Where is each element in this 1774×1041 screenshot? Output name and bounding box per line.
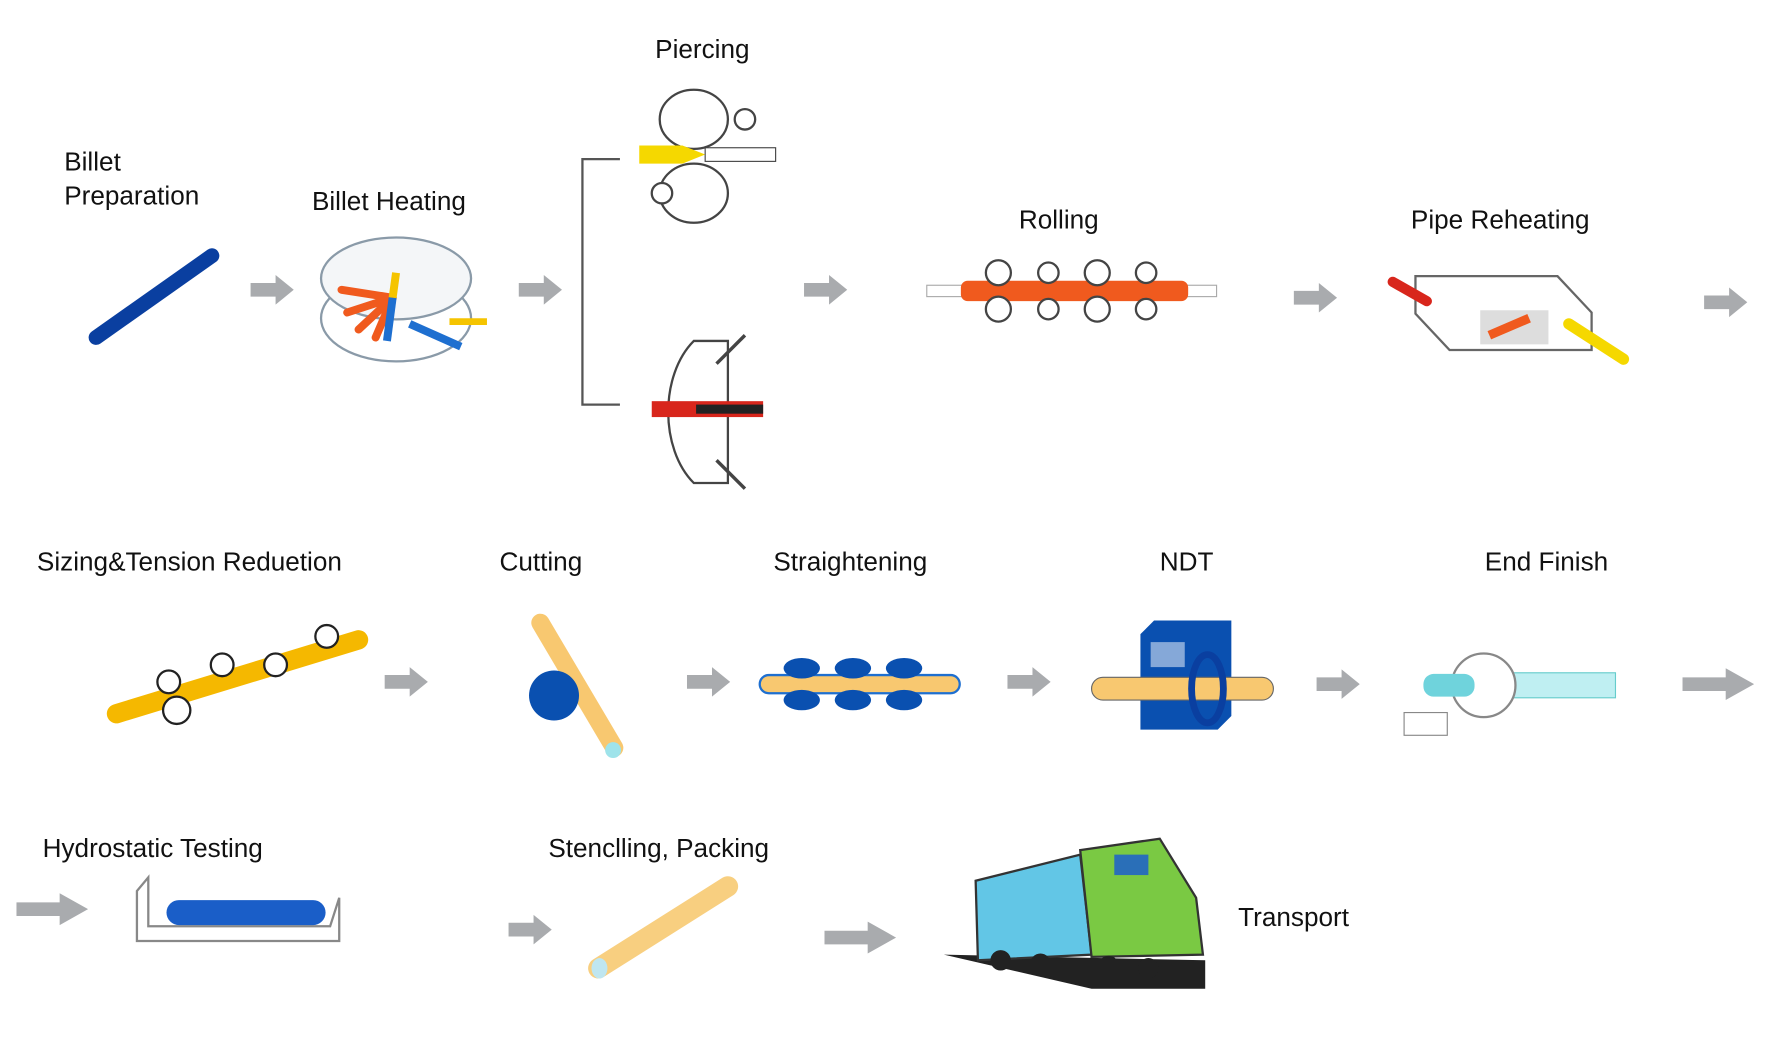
label-stencilling-packing: Stenclling, Packing	[548, 833, 769, 863]
label-billet-preparation-2: Preparation	[64, 181, 199, 211]
flow-arrows	[16, 275, 1755, 954]
label-pipe-reheating: Pipe Reheating	[1411, 204, 1590, 234]
rolling-mill-icon	[926, 259, 1218, 323]
label-rolling: Rolling	[1019, 204, 1099, 234]
cutting-saw-icon	[529, 613, 624, 759]
arrow-icon	[1293, 282, 1338, 313]
arrow-icon	[1316, 669, 1360, 699]
finished-pipe-icon	[588, 876, 739, 979]
end-finishing-icon	[1403, 652, 1617, 736]
reheating-furnace-icon	[1387, 275, 1630, 365]
label-billet-preparation-1: Billet	[64, 146, 121, 176]
arrow-icon	[804, 275, 848, 305]
ndt-machine-icon	[1090, 620, 1274, 730]
rotary-furnace-icon	[319, 236, 487, 363]
arrow-icon	[824, 921, 897, 954]
arrow-icon	[16, 893, 89, 926]
label-hydrostatic-testing: Hydrostatic Testing	[43, 833, 263, 863]
piercing-mill-icon	[651, 334, 764, 490]
arrow-icon	[518, 275, 562, 305]
label-piercing: Piercing	[655, 34, 749, 64]
sizing-mill-icon	[106, 623, 369, 726]
straightening-machine-icon	[758, 658, 961, 711]
arrow-icon	[1007, 667, 1051, 697]
label-end-finish: End Finish	[1485, 547, 1608, 577]
label-billet-heating: Billet Heating	[312, 186, 466, 216]
arrow-icon	[508, 914, 552, 945]
arrow-icon	[384, 667, 428, 697]
arrow-icon	[1704, 287, 1748, 318]
label-transport: Transport	[1238, 902, 1350, 932]
label-cutting: Cutting	[499, 547, 582, 577]
piercing-mill-icon	[639, 88, 777, 224]
arrow-icon	[686, 667, 731, 697]
train-icon	[943, 837, 1206, 989]
label-sizing: Sizing&Tension Reduetion	[37, 547, 342, 577]
hydrostatic-tester-icon	[135, 874, 341, 943]
arrow-icon	[250, 275, 294, 305]
label-ndt: NDT	[1160, 547, 1214, 577]
bracket	[581, 157, 620, 406]
label-straightening: Straightening	[773, 547, 927, 577]
billet-icon	[88, 248, 220, 345]
arrow-icon	[1682, 668, 1755, 701]
